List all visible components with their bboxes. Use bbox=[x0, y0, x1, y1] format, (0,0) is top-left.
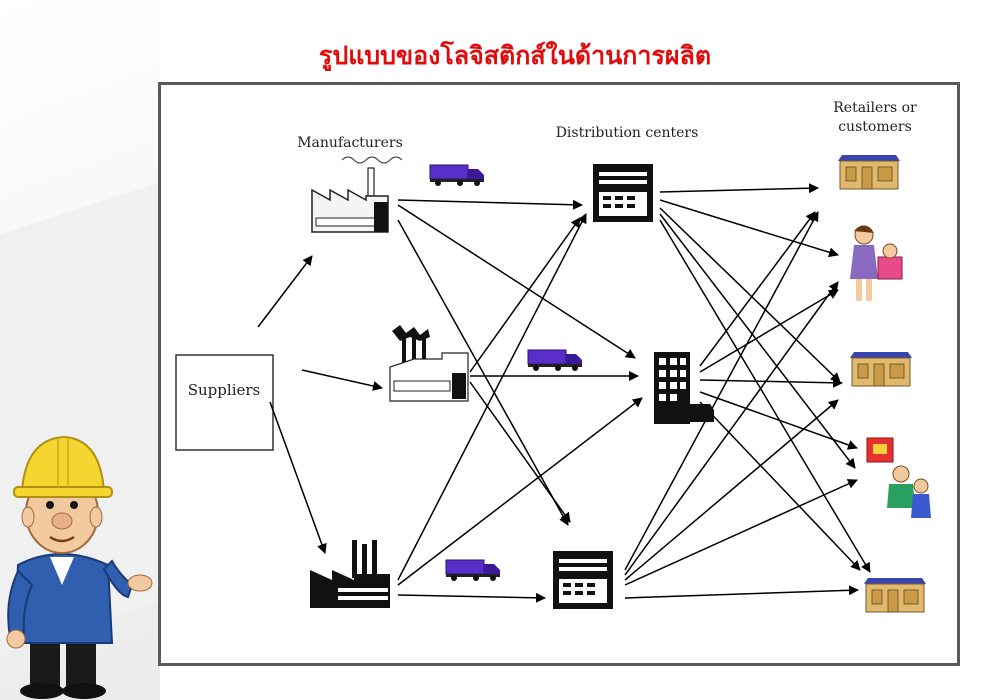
warehouse-icon bbox=[593, 164, 653, 222]
retailers-label-line2: customers bbox=[838, 119, 912, 135]
store-icon bbox=[863, 577, 927, 613]
manufacturers-label: Manufacturers bbox=[297, 135, 403, 151]
warehouse-icon bbox=[553, 551, 613, 609]
store-icon bbox=[837, 154, 901, 190]
shoppers-icon bbox=[850, 225, 903, 301]
truck-icon bbox=[527, 349, 583, 372]
page-title: รูปแบบของโลจิสติกส์ในด้านการผลิต bbox=[318, 41, 712, 70]
suppliers-box bbox=[175, 354, 274, 451]
factory-icon bbox=[310, 540, 390, 608]
office-building-icon bbox=[654, 352, 714, 424]
truck-icon bbox=[445, 559, 501, 582]
truck-icon bbox=[429, 164, 485, 187]
retailers-label-line1: Retailers or bbox=[833, 100, 917, 116]
worker-mascot-icon bbox=[6, 435, 153, 699]
flow-arrows bbox=[257, 183, 871, 603]
factory-icon bbox=[311, 156, 403, 233]
suppliers-label: Suppliers bbox=[188, 381, 260, 399]
factory-icon bbox=[389, 325, 469, 402]
store-icon bbox=[849, 351, 913, 387]
distribution-centers-label: Distribution centers bbox=[556, 125, 699, 141]
shoppers-icon bbox=[866, 437, 931, 518]
